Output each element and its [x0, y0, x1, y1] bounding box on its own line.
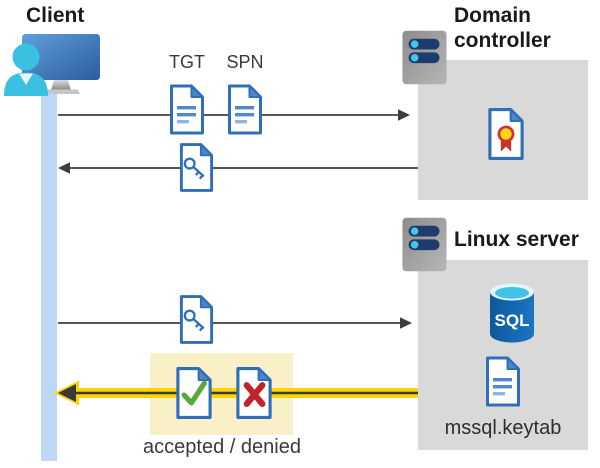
tgt-label: TGT — [169, 52, 205, 72]
client-lifeline — [41, 92, 57, 461]
person-at-computer-icon — [4, 34, 100, 96]
spn-document-icon — [225, 83, 265, 136]
tgt-document-icon — [167, 83, 207, 136]
sql-badge-text: SQL — [495, 311, 530, 330]
server-icon — [402, 30, 447, 85]
result-label: accepted / denied — [143, 436, 301, 458]
keytab-filename: mssql.keytab — [444, 417, 562, 439]
client-title: Client — [26, 4, 85, 27]
linux-server-title: Linux server — [454, 228, 579, 251]
arrow-client-to-linux — [58, 317, 412, 329]
sql-database-icon: SQL — [490, 283, 534, 343]
key-document-icon — [177, 142, 216, 193]
denied-document-icon — [233, 366, 275, 420]
arrow-dc-to-client — [58, 162, 418, 174]
spn-label: SPN — [226, 52, 264, 72]
server-icon — [402, 217, 447, 272]
accepted-document-icon — [173, 366, 215, 420]
key-document-icon — [177, 294, 216, 345]
keytab-document-icon — [483, 355, 523, 408]
domain-controller-title: Domain controller — [454, 4, 551, 52]
certificate-document-icon — [485, 107, 527, 161]
